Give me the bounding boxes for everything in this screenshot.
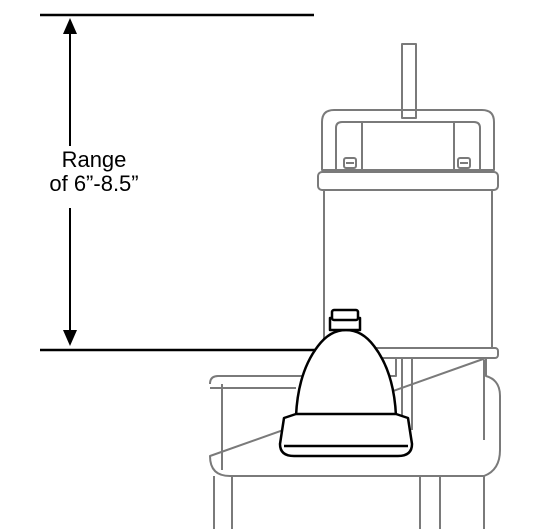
range-label: Range of 6”-8.5” [10,148,178,196]
range-arrow-head-up [63,18,77,34]
pump-volute [209,357,501,477]
range-label-line-1: Range [61,147,127,172]
pump-volute-side [401,358,485,440]
float-switch [278,308,414,458]
float-cap [330,308,360,322]
sump-pump-illustration [209,43,501,529]
bolt-right [457,157,471,169]
pump-handle [401,43,417,119]
pump-leg-middle [419,476,441,529]
pump-flange [317,171,499,191]
pump-cap-inner-right [453,121,481,170]
range-arrow-head-down [63,330,77,346]
pump-cap-inner-left [335,121,363,170]
range-indicator [40,13,316,352]
float-bell [294,328,398,418]
pump-motor-cap [321,109,495,171]
pump-leg-left [213,476,233,529]
bolt-left [343,157,357,169]
float-base [278,412,414,458]
range-label-line-2: of 6”-8.5” [49,171,139,196]
